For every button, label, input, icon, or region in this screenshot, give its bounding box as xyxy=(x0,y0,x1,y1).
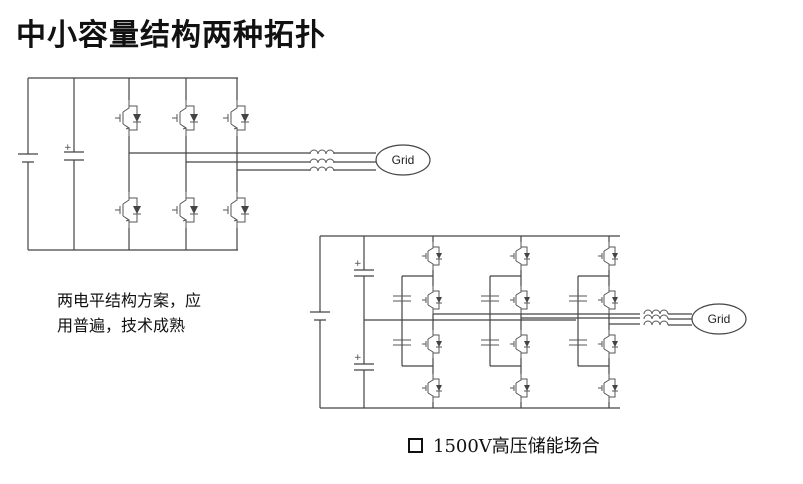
three-level-caption: 1500V高压储能场合 xyxy=(408,432,600,458)
two-level-caption-line1: 两电平结构方案，应 xyxy=(57,291,202,310)
grid-node xyxy=(375,144,431,176)
three-level-caption-text: 1500V高压储能场合 xyxy=(433,436,600,457)
svg-text:+: + xyxy=(354,353,362,363)
grid-node-b xyxy=(691,303,747,335)
three-level-topology: + + Grid xyxy=(310,235,747,409)
two-level-caption-line2: 用普遍，技术成熟 xyxy=(57,316,186,335)
grid-label-b: Grid xyxy=(708,312,731,326)
page-title: 中小容量结构两种拓扑 xyxy=(16,18,326,53)
two-level-caption: 两电平结构方案，应 用普遍，技术成熟 xyxy=(57,288,257,338)
svg-text:+: + xyxy=(64,143,72,153)
grid-label: Grid xyxy=(392,153,415,167)
two-level-topology: + Grid xyxy=(18,77,431,251)
checkbox-bullet-icon xyxy=(408,437,423,453)
svg-text:+: + xyxy=(354,259,362,269)
